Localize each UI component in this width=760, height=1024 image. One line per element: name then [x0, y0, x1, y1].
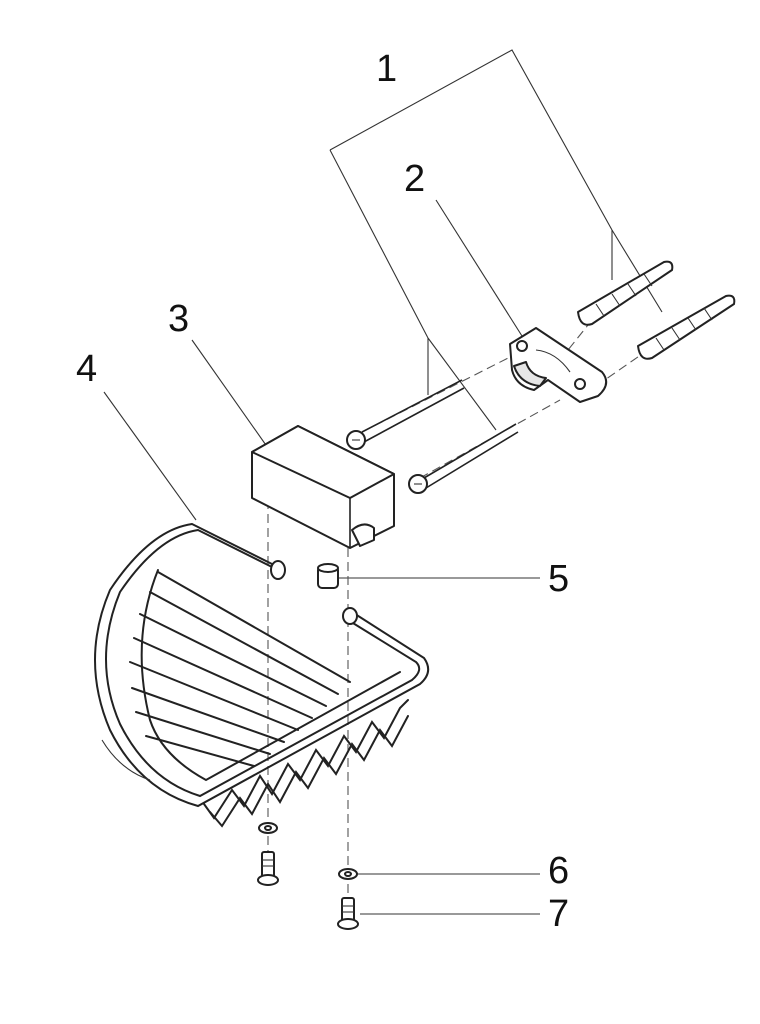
bolt-right [337, 897, 359, 930]
part-label-2: 2 [404, 158, 426, 200]
assembly-axes [267, 309, 649, 930]
wall-plug-lower [637, 294, 736, 360]
leader-part-1 [329, 49, 663, 431]
screw-upper [346, 379, 465, 450]
part-label-7: 7 [548, 893, 570, 935]
part-label-5: 5 [548, 558, 570, 600]
part-label-1: 1 [376, 48, 398, 90]
leader-part-2 [435, 199, 523, 337]
bolt-left [257, 851, 279, 886]
grommet [317, 563, 339, 589]
wall-plug-upper [577, 260, 674, 326]
soap-basket [94, 522, 430, 828]
screw-lower [408, 423, 519, 494]
leader-part-4 [103, 391, 197, 521]
washer-left [258, 822, 278, 834]
cover-block [251, 425, 395, 549]
leader-part-3 [191, 339, 269, 449]
part-label-3: 3 [168, 298, 190, 340]
wall-bracket [509, 327, 608, 403]
part-label-4: 4 [76, 348, 98, 390]
washer-right [338, 868, 358, 880]
part-label-6: 6 [548, 850, 570, 892]
